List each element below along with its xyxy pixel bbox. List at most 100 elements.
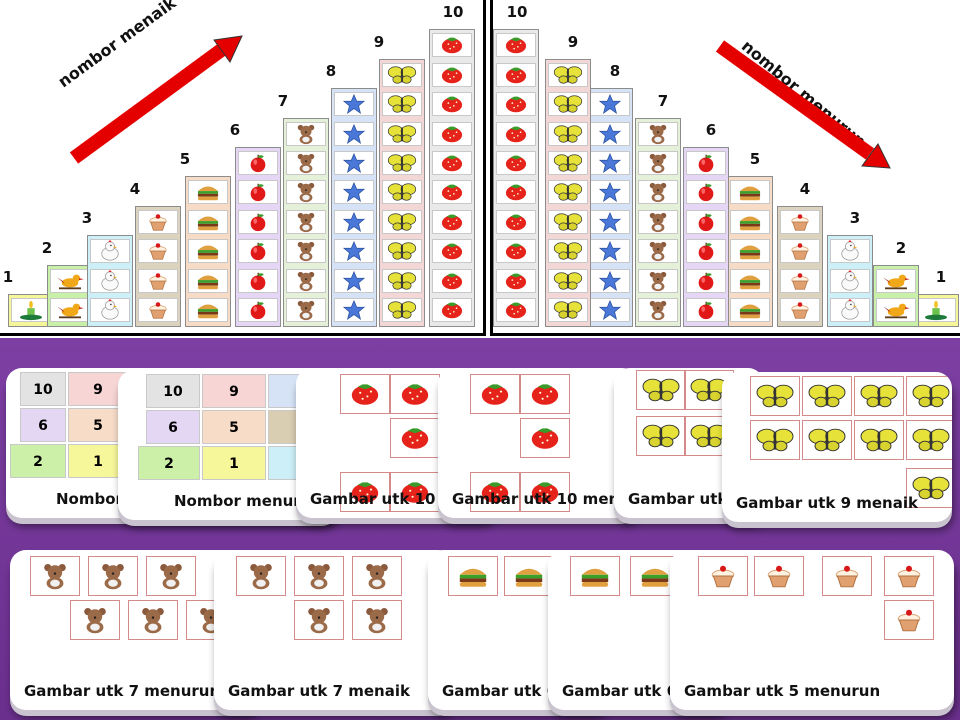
apple-icon [238, 151, 278, 175]
butterfly-icon [906, 420, 952, 460]
picture-card[interactable]: Gambar utk 7 menaik [214, 550, 454, 710]
cupcake-icon [884, 556, 934, 596]
stair-number-5: 5 [179, 150, 191, 169]
teddy-bear-icon [286, 121, 326, 146]
candle-icon [11, 298, 51, 322]
card-caption: Gambar utk 9 menaik [736, 494, 918, 512]
butterfly-icon [548, 209, 588, 234]
strawberry-icon [520, 418, 570, 458]
strawberry-icon [432, 121, 472, 146]
stair-number-2: 2 [41, 238, 53, 257]
teddy-bear-icon [286, 239, 326, 264]
cupcake-icon [780, 298, 820, 322]
stair-number-8: 8 [325, 62, 337, 81]
stair-column-6 [235, 147, 281, 328]
chicken-icon [830, 268, 870, 293]
strawberry-icon [496, 62, 536, 87]
teddy-bear-icon [286, 298, 326, 322]
cupcake-icon [138, 209, 178, 234]
strawberry-icon [496, 239, 536, 264]
cupcake-icon [780, 268, 820, 293]
apple-icon [238, 298, 278, 322]
butterfly-icon [906, 376, 952, 416]
butterfly-icon [548, 268, 588, 293]
strawberry-icon [432, 180, 472, 205]
number-cell: 1 [202, 446, 266, 480]
descending-arrow-icon [715, 40, 891, 169]
butterfly-icon [548, 298, 588, 322]
teddy-bear-icon [638, 151, 678, 175]
butterfly-icon [548, 121, 588, 146]
star-icon [334, 268, 374, 293]
teddy-bear-icon [638, 209, 678, 234]
number-cell: 5 [202, 410, 266, 444]
burger-icon [188, 239, 228, 264]
strawberry-icon [340, 472, 390, 512]
strawberry-icon [340, 374, 390, 414]
star-icon [590, 298, 630, 322]
apple-icon [686, 209, 726, 234]
butterfly-icon [548, 239, 588, 264]
number-cell: 6 [146, 410, 200, 444]
burger-icon [448, 556, 498, 596]
cupcake-icon [780, 209, 820, 234]
butterfly-icon [548, 62, 588, 87]
stair-number-1: 1 [2, 268, 14, 286]
stair-number-4: 4 [799, 179, 811, 198]
strawberry-icon [390, 374, 440, 414]
picture-card[interactable]: Gambar utk 10 menurun [438, 368, 638, 518]
strawberry-icon [496, 151, 536, 175]
burger-icon [504, 556, 554, 596]
butterfly-icon [382, 92, 422, 117]
teddy-bear-icon [286, 209, 326, 234]
teddy-bear-icon [638, 121, 678, 146]
star-icon [590, 268, 630, 293]
cupcake-icon [884, 600, 934, 640]
butterfly-icon [636, 416, 686, 456]
stair-number-1: 1 [935, 268, 947, 286]
strawberry-icon [470, 374, 520, 414]
bird-icon [50, 268, 90, 293]
teddy-bear-icon [638, 239, 678, 264]
star-icon [590, 180, 630, 205]
butterfly-icon [382, 298, 422, 322]
butterfly-icon [548, 92, 588, 117]
strawberry-icon [432, 62, 472, 87]
burger-icon [188, 209, 228, 234]
stair-number-9: 9 [567, 32, 579, 51]
strawberry-icon [470, 472, 520, 512]
strawberry-icon [496, 268, 536, 293]
butterfly-icon [382, 209, 422, 234]
teddy-bear-icon [286, 180, 326, 205]
butterfly-icon [382, 62, 422, 87]
teddy-bear-icon [352, 600, 402, 640]
cupcake-icon [138, 268, 178, 293]
stair-number-9: 9 [373, 32, 385, 51]
butterfly-icon [636, 370, 686, 410]
stair-number-7: 7 [277, 91, 289, 110]
burger-icon [730, 298, 770, 322]
star-icon [590, 92, 630, 117]
stair-number-3: 3 [81, 209, 93, 228]
butterfly-icon [750, 420, 800, 460]
strawberry-icon [432, 209, 472, 234]
butterfly-icon [906, 468, 952, 508]
star-icon [334, 239, 374, 264]
picture-card[interactable]: Gambar utk 5 menurun [670, 550, 954, 710]
butterfly-icon [382, 121, 422, 146]
strawberry-icon [496, 298, 536, 322]
star-icon [334, 180, 374, 205]
butterfly-icon [750, 376, 800, 416]
strawberry-icon [496, 92, 536, 117]
chicken-icon [830, 239, 870, 264]
card-caption: Nombor menurun [174, 492, 323, 510]
teddy-bear-icon [236, 556, 286, 596]
teddy-bear-icon [638, 298, 678, 322]
star-icon [590, 121, 630, 146]
number-cell: 10 [20, 372, 66, 406]
star-icon [334, 298, 374, 322]
stair-number-10: 10 [506, 3, 528, 22]
stair-number-4: 4 [129, 179, 141, 198]
number-cell: 2 [138, 446, 200, 480]
picture-card[interactable]: Gambar utk 9 menaik [722, 372, 952, 522]
